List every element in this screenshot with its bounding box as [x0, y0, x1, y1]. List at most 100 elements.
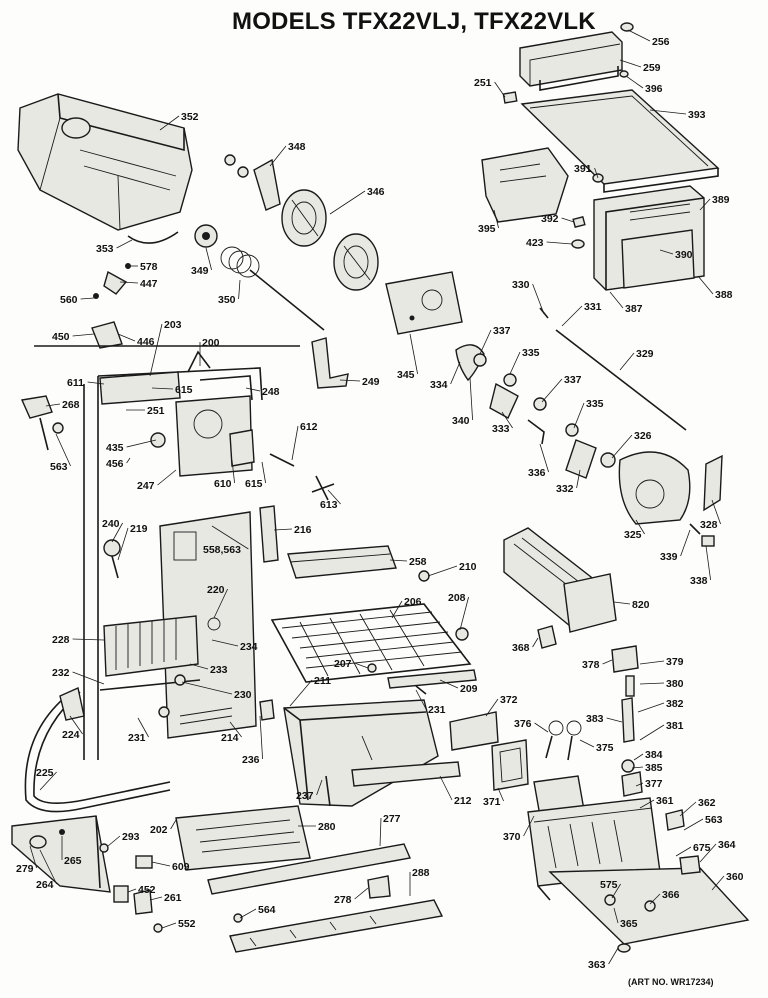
- part-label-p-435: 435: [106, 442, 124, 454]
- leader-line-p-237: [316, 779, 323, 796]
- leader-line-p-364: [699, 843, 717, 863]
- leader-line-p-363: [608, 947, 619, 965]
- leader-line-p-450: [72, 333, 95, 337]
- part-label-p-200: 200: [202, 337, 220, 349]
- part-label-p-390: 390: [675, 249, 693, 261]
- leader-line-p-395: [493, 209, 499, 229]
- part-label-p-340: 340: [452, 415, 470, 427]
- leader-line-p-216: [273, 528, 293, 531]
- leader-line-p-279: [29, 845, 37, 869]
- part-label-p-393: 393: [688, 109, 706, 121]
- part-label-p-348: 348: [288, 141, 306, 153]
- leader-line-p-256: [627, 29, 651, 42]
- leader-line-p-220: [213, 588, 228, 619]
- leader-line-p-447: [119, 281, 139, 284]
- part-label-p-256: 256: [652, 36, 670, 48]
- part-label-p-382: 382: [666, 698, 684, 710]
- leader-line-p-392: [561, 217, 575, 223]
- part-label-p-345: 345: [397, 369, 415, 381]
- leader-line-p-365: [613, 907, 619, 924]
- leader-line-p-230: [181, 681, 233, 695]
- leader-line-p-563a: [55, 433, 71, 467]
- leader-line-p-214: [229, 721, 242, 738]
- leader-line-p-278: [354, 887, 369, 900]
- part-label-p-396: 396: [645, 83, 663, 95]
- part-label-p-385: 385: [645, 762, 663, 774]
- part-label-p-209: 209: [460, 683, 478, 695]
- bottom-rails: [175, 805, 444, 953]
- part-label-p-391: 391: [574, 163, 592, 175]
- part-label-p-613: 613: [320, 499, 338, 511]
- leader-line-p-333: [501, 411, 513, 429]
- leader-line-p-219: [117, 527, 129, 561]
- part-label-p-820: 820: [632, 599, 650, 611]
- leader-line-p-251a: [494, 81, 506, 98]
- part-label-p-361: 361: [656, 795, 674, 807]
- leader-line-p-232: [72, 671, 105, 685]
- leader-line-p-277: [379, 817, 382, 847]
- leader-line-p-349: [205, 247, 212, 271]
- art-number: (ART NO. WR17234): [628, 977, 714, 987]
- part-label-p-331: 331: [584, 301, 602, 313]
- leader-line-p-390: [659, 249, 674, 255]
- leader-line-p-228: [72, 638, 105, 641]
- leader-line-p-563b: [683, 818, 704, 831]
- part-label-p-279: 279: [16, 863, 34, 875]
- part-label-p-251a: 251: [474, 77, 492, 89]
- leader-line-p-379: [639, 660, 665, 665]
- leader-line-p-360: [711, 875, 725, 891]
- leader-line-p-330: [532, 283, 545, 315]
- leader-line-p-210: [427, 565, 458, 577]
- drain-tube: [24, 687, 171, 813]
- leader-line-p-389: [699, 198, 711, 211]
- part-label-p-423: 423: [526, 237, 544, 249]
- part-label-p-234: 234: [240, 641, 258, 653]
- leader-line-p-334: [450, 361, 461, 385]
- part-label-p-206: 206: [404, 596, 422, 608]
- leader-line-p-396: [625, 75, 644, 89]
- part-label-p-456: 456: [106, 458, 124, 470]
- leader-line-p-225: [39, 771, 57, 791]
- part-label-p-353: 353: [96, 243, 114, 255]
- leader-line-p-388: [697, 275, 714, 295]
- part-label-p-334: 334: [430, 379, 448, 391]
- leader-line-p-362: [679, 801, 697, 817]
- leader-line-p-203: [149, 323, 163, 377]
- leader-line-p-361: [639, 799, 655, 809]
- part-label-p-360: 360: [726, 871, 744, 883]
- part-label-p-362: 362: [698, 797, 716, 809]
- wire-shelf: [270, 570, 477, 689]
- leader-line-p-560: [80, 297, 95, 300]
- leader-line-p-393: [649, 109, 687, 115]
- part-label-p-335b: 335: [586, 398, 604, 410]
- part-label-p-377: 377: [645, 778, 663, 790]
- leader-line-p-612: [291, 425, 299, 461]
- part-label-p-228: 228: [52, 634, 70, 646]
- part-label-p-552: 552: [178, 918, 196, 930]
- part-label-p-450: 450: [52, 331, 70, 343]
- part-label-p-337b: 337: [564, 374, 582, 386]
- part-label-p-389: 389: [712, 194, 730, 206]
- part-label-p-346: 346: [367, 186, 385, 198]
- leader-line-p-352: [159, 115, 180, 131]
- part-label-p-202: 202: [150, 824, 168, 836]
- part-label-p-558-563: 558,563: [203, 544, 241, 556]
- leader-line-p-211: [289, 679, 313, 707]
- leader-line-p-384: [633, 753, 644, 761]
- base-plate: [548, 809, 750, 953]
- part-label-p-208: 208: [448, 592, 466, 604]
- part-label-p-225: 225: [36, 767, 54, 779]
- part-label-p-363: 363: [588, 959, 606, 971]
- leader-line-p-337b: [541, 378, 563, 403]
- part-label-p-219: 219: [130, 523, 148, 535]
- leader-line-p-346: [329, 190, 366, 215]
- leader-line-p-340: [469, 377, 473, 421]
- leader-line-p-328: [711, 499, 721, 525]
- part-label-p-609: 609: [172, 861, 190, 873]
- duct-cover: [481, 147, 604, 223]
- part-label-p-220: 220: [207, 584, 225, 596]
- leader-line-p-820: [613, 601, 631, 605]
- leader-line-p-377: [635, 782, 644, 787]
- part-label-p-207: 207: [334, 658, 352, 670]
- part-label-p-249: 249: [362, 376, 380, 388]
